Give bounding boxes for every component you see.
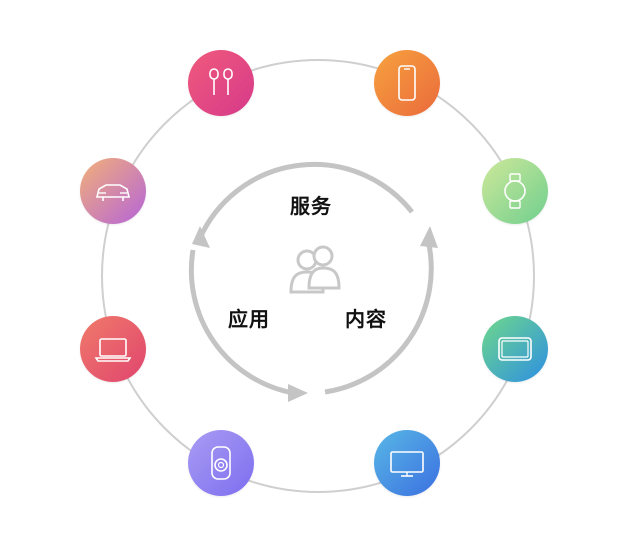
tv-icon — [390, 451, 424, 477]
cycle-arc-right — [324, 239, 434, 395]
users-icon — [289, 245, 341, 294]
tablet-device — [482, 316, 548, 382]
earbuds-icon — [209, 68, 233, 95]
phone-device — [374, 50, 440, 116]
watch-icon — [504, 173, 526, 209]
cycle-arrowhead-top — [192, 226, 210, 248]
phone-icon — [398, 65, 416, 101]
car-icon — [95, 184, 131, 201]
car-device — [80, 158, 146, 224]
cycle-arc-left — [188, 249, 294, 396]
label-application: 应用 — [228, 307, 270, 331]
cycle-arrowhead-right — [420, 226, 438, 248]
cycle-arc-top — [197, 162, 414, 240]
label-service: 服务 — [290, 194, 332, 218]
outer-ring — [101, 59, 535, 493]
laptop-device — [80, 316, 146, 382]
tv-device — [374, 430, 440, 496]
speaker-icon — [211, 446, 231, 480]
speaker-device — [188, 430, 254, 496]
watch-device — [482, 158, 548, 224]
tablet-icon — [498, 337, 532, 361]
label-content: 内容 — [345, 307, 387, 331]
laptop-icon — [94, 338, 132, 362]
cycle-arrowhead-left — [288, 384, 308, 402]
earbuds-device — [188, 50, 254, 116]
